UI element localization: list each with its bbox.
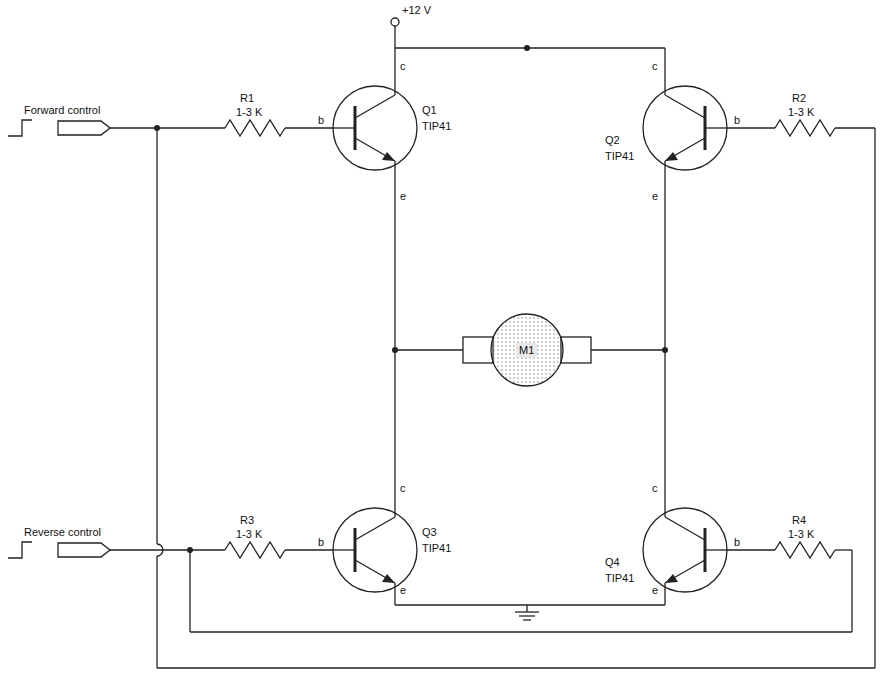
- signal-name: Forward control: [24, 104, 100, 116]
- part-name: Q2: [605, 134, 620, 146]
- junction-dots: [154, 45, 668, 553]
- pin-name: b: [318, 536, 324, 548]
- part-value: 1-3 K: [788, 528, 814, 540]
- part-name: Q3: [422, 526, 437, 538]
- motor-name: M1: [519, 344, 534, 356]
- pin-name: c: [652, 60, 658, 72]
- pin-name: e: [652, 190, 658, 202]
- wires: [8, 18, 875, 668]
- part-value: 1-3 K: [236, 106, 262, 118]
- transistor-symbol: [333, 78, 417, 178]
- motor-symbol: M1: [516, 343, 537, 357]
- pin-name: e: [400, 190, 406, 202]
- part-name: R4: [792, 514, 806, 526]
- transistor-symbol: [643, 78, 727, 178]
- pin-name: e: [652, 584, 658, 596]
- pin-name: c: [400, 60, 406, 72]
- part-name: R3: [240, 514, 254, 526]
- part-name: R2: [792, 92, 806, 104]
- part-value: TIP41: [605, 572, 634, 584]
- pin-name: b: [734, 536, 740, 548]
- transistor-symbol: [643, 500, 727, 600]
- transistor-symbol: [333, 500, 417, 600]
- pin-name: b: [318, 114, 324, 126]
- pin-name: c: [400, 482, 406, 494]
- signal-name: Reverse control: [24, 526, 101, 538]
- part-value: TIP41: [605, 150, 634, 162]
- part-value: TIP41: [422, 120, 451, 132]
- pin-name: b: [734, 114, 740, 126]
- part-name: Q4: [605, 556, 620, 568]
- pin-name: c: [652, 482, 658, 494]
- part-value: 1-3 K: [788, 106, 814, 118]
- part-name: R1: [240, 92, 254, 104]
- part-value: 1-3 K: [236, 528, 262, 540]
- part-name: Q1: [422, 104, 437, 116]
- supply-label: +12 V: [402, 4, 431, 16]
- pin-name: e: [400, 584, 406, 596]
- part-value: TIP41: [422, 542, 451, 554]
